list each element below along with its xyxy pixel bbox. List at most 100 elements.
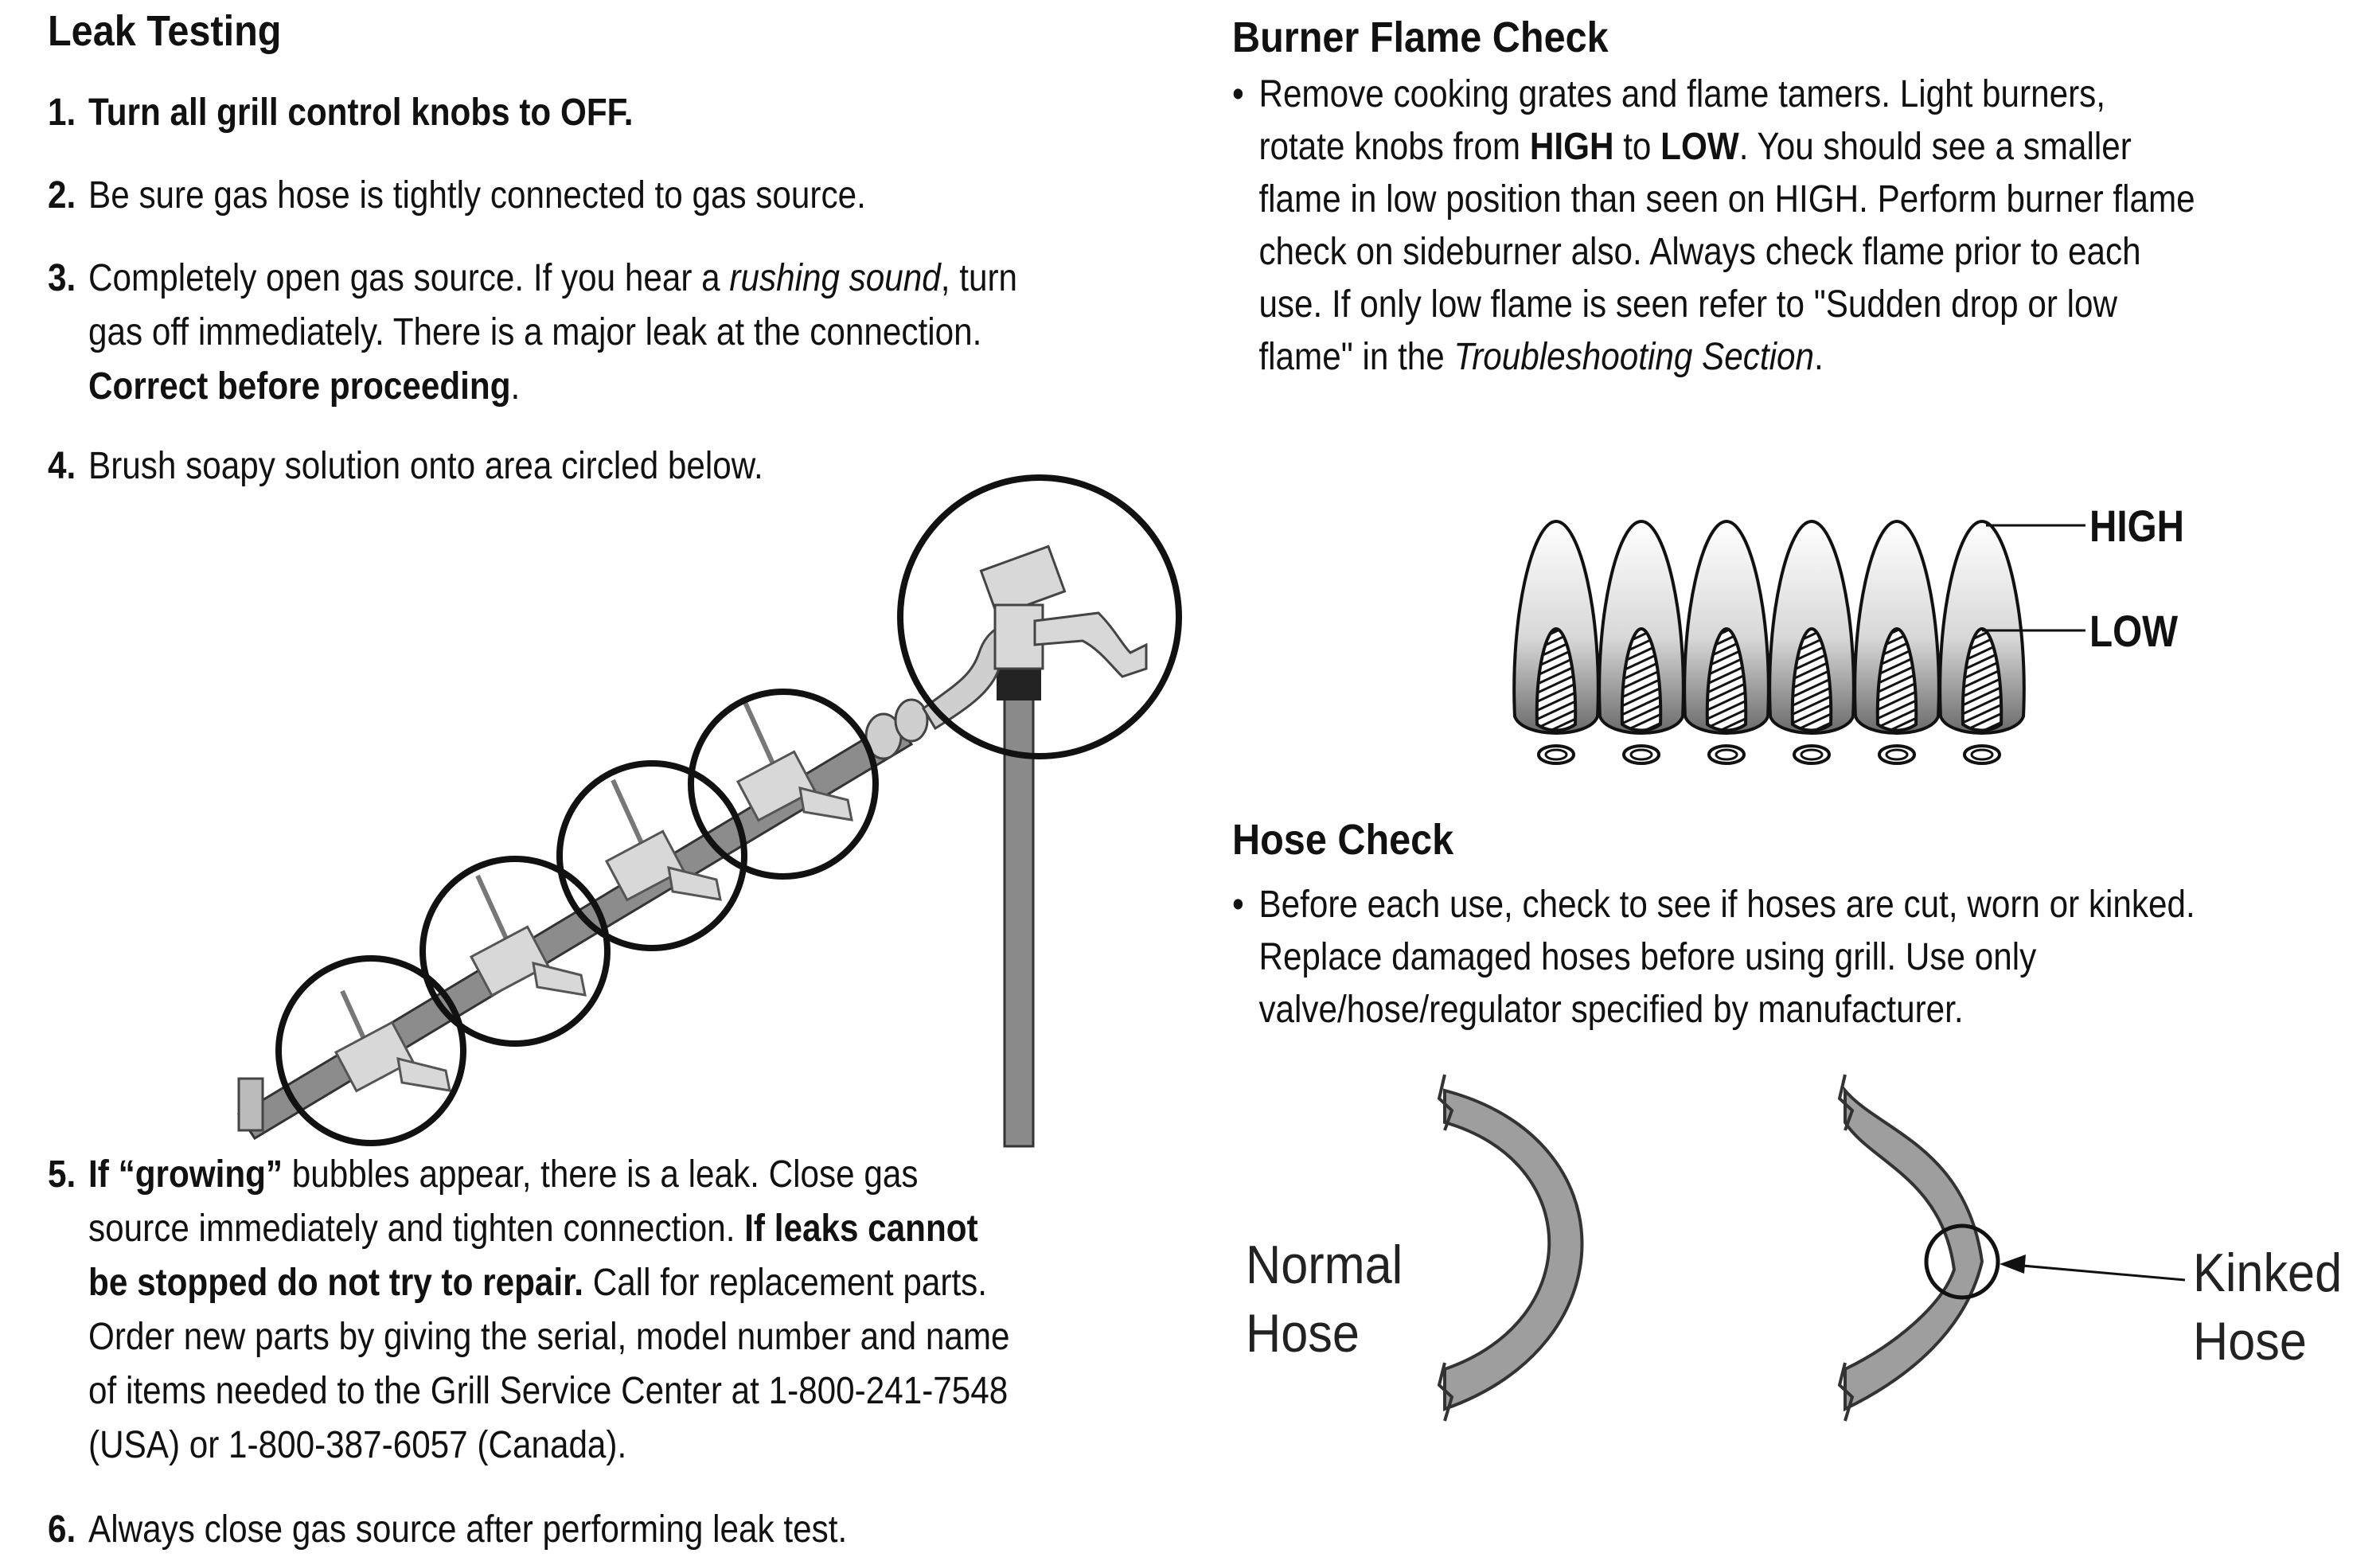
leak-circle-1 — [275, 955, 466, 1146]
step-4: 4. Brush soapy solution onto area circled… — [48, 439, 763, 494]
kink-arrow-head — [2000, 1255, 2026, 1274]
step-4-text: Brush soapy solution onto area circled b… — [88, 445, 763, 487]
burner-port-inner-4 — [1800, 748, 1824, 761]
step-3-period: . — [510, 365, 521, 408]
step-5-text-2a: source immediately and tighten connectio… — [88, 1208, 745, 1250]
burner-flame-check-heading: Burner Flame Check — [1232, 14, 1609, 61]
normal-hose-label-line-2: Hose — [1246, 1303, 1360, 1364]
flame-low-1 — [1535, 626, 1578, 732]
valve-3 — [604, 778, 722, 902]
flame-low-6 — [1961, 626, 2003, 732]
burner-port-inner-5 — [1885, 748, 1909, 761]
step-6-text: Always close gas source after performing… — [88, 1508, 848, 1551]
step-6: 6. Always close gas source after performi… — [48, 1503, 847, 1557]
burner-high-word: HIGH — [1529, 126, 1614, 168]
flame-low-5 — [1875, 626, 1918, 732]
burner-line-1: Remove cooking grates and flame tamers. … — [1258, 73, 2106, 115]
hose-line-1: Before each use, check to see if hoses a… — [1258, 884, 2195, 926]
step-2: 2. Be sure gas hose is tightly connected … — [48, 169, 866, 223]
valve-1 — [334, 989, 451, 1093]
end-bracket — [237, 1077, 264, 1132]
step-2-text: Be sure gas hose is tightly connected to… — [88, 174, 866, 217]
hose-line-2: Replace damaged hoses before using grill… — [1258, 936, 2037, 978]
leak-circle-4 — [688, 689, 879, 880]
step-3-line-2: gas off immediately. There is a major le… — [88, 311, 982, 353]
kinked-hose-label: Kinked Hose — [2193, 1239, 2342, 1376]
burner-port-5 — [1878, 744, 1916, 765]
burner-port-inner-2 — [1629, 748, 1653, 761]
flame-low-3 — [1705, 626, 1748, 732]
burner-low-word: LOW — [1660, 126, 1739, 168]
step-3-number: 3. — [48, 257, 76, 299]
regulator-valve — [979, 544, 1148, 678]
step-5-text-3a: be stopped do not try to repair. — [88, 1262, 583, 1304]
step-1: 1.Turn all grill control knobs to OFF. — [48, 86, 633, 140]
hose-check-heading: Hose Check — [1232, 816, 1454, 864]
burner-line-2c: to — [1613, 126, 1661, 168]
burner-port-inner-1 — [1544, 748, 1568, 761]
normal-hose-label-line-1: Normal — [1246, 1235, 1403, 1295]
flame-low-2 — [1620, 626, 1663, 732]
burner-line-6a: flame" in the — [1258, 336, 1454, 378]
burner-port-inner-3 — [1715, 748, 1738, 761]
burner-bullet: • — [1232, 73, 1244, 115]
burner-line-5: use. If only low flame is seen refer to … — [1258, 283, 2118, 326]
kinked-hose-label-line-2: Hose — [2193, 1311, 2307, 1372]
valve-2 — [469, 874, 587, 997]
step-3-rushing-sound: rushing sound — [729, 257, 941, 299]
kinked-hose-shape — [1844, 1086, 1984, 1412]
normal-hose-shape — [1443, 1088, 1584, 1411]
burner-line-6c: . — [1813, 336, 1824, 378]
leak-check-circles — [275, 474, 1182, 1146]
hose-check-paragraph: • Before each use, check to see if hoses … — [1232, 879, 2195, 1036]
step-5-line-4: Order new parts by giving the serial, mo… — [88, 1316, 1010, 1358]
gas-supply-pipe — [1003, 691, 1035, 1148]
step-3: 3. Completely open gas source. If you hea… — [48, 252, 1017, 414]
burner-port-3 — [1707, 744, 1746, 765]
flame-label-high: HIGH — [2089, 501, 2184, 551]
burner-port-1 — [1537, 744, 1575, 765]
flame-low-4 — [1790, 626, 1833, 732]
step-3-text-a: Completely open gas source. If you hear … — [88, 257, 730, 299]
burner-line-2a: rotate knobs from — [1258, 126, 1530, 168]
burner-line-3: flame in low position than seen on HIGH.… — [1258, 178, 2195, 220]
step-5: 5.If “growing” bubbles appear, there is … — [48, 1148, 1010, 1473]
step-5-text-2b: If leaks cannot — [744, 1208, 978, 1250]
burner-port-4 — [1793, 744, 1831, 765]
kink-arrow-line — [2003, 1262, 2186, 1282]
step-6-number: 6. — [48, 1508, 76, 1551]
burner-line-2e: . You should see a smaller — [1738, 126, 2132, 168]
burner-troubleshooting: Troubleshooting Section — [1453, 336, 1814, 378]
burner-port-inner-6 — [1970, 748, 1994, 761]
burner-port-6 — [1963, 744, 2001, 765]
step-5-line-5: of items needed to the Grill Service Cen… — [88, 1370, 1009, 1412]
leak-circle-3 — [556, 760, 747, 951]
step-2-number: 2. — [48, 174, 76, 217]
step-5-line-6: (USA) or 1-800-387-6057 (Canada). — [88, 1424, 627, 1466]
step-5-text-1b: bubbles appear, there is a leak. Close g… — [283, 1153, 919, 1196]
burner-flame-paragraph: • Remove cooking grates and flame tamers.… — [1232, 68, 2195, 384]
hose-bullet: • — [1232, 884, 1244, 926]
flame-label-low: LOW — [2089, 606, 2179, 656]
burner-valves — [334, 699, 853, 1093]
burner-port-2 — [1622, 744, 1660, 765]
leak-testing-heading: Leak Testing — [48, 7, 282, 55]
normal-hose-label: Normal Hose — [1246, 1231, 1403, 1368]
step-4-number: 4. — [48, 445, 76, 487]
step-5-growing: If “growing” — [88, 1153, 283, 1196]
kink-circle — [1924, 1223, 2000, 1300]
kinked-hose-cut-bottom — [1837, 1362, 1855, 1422]
step-5-text-3b: Call for replacement parts. — [583, 1262, 988, 1304]
step-3-text-c: , turn — [940, 257, 1018, 299]
leak-circle-regulator — [897, 474, 1182, 759]
step-3-correct: Correct before proceeding — [88, 365, 511, 408]
valve-4 — [735, 699, 853, 822]
hose-line-3: valve/hose/regulator specified by manufa… — [1258, 989, 1964, 1031]
kinked-hose-cut-top — [1837, 1074, 1855, 1131]
normal-hose-cut-top — [1437, 1074, 1454, 1131]
step-1-text: Turn all grill control knobs to OFF. — [88, 92, 634, 134]
leak-circle-2 — [419, 856, 611, 1047]
